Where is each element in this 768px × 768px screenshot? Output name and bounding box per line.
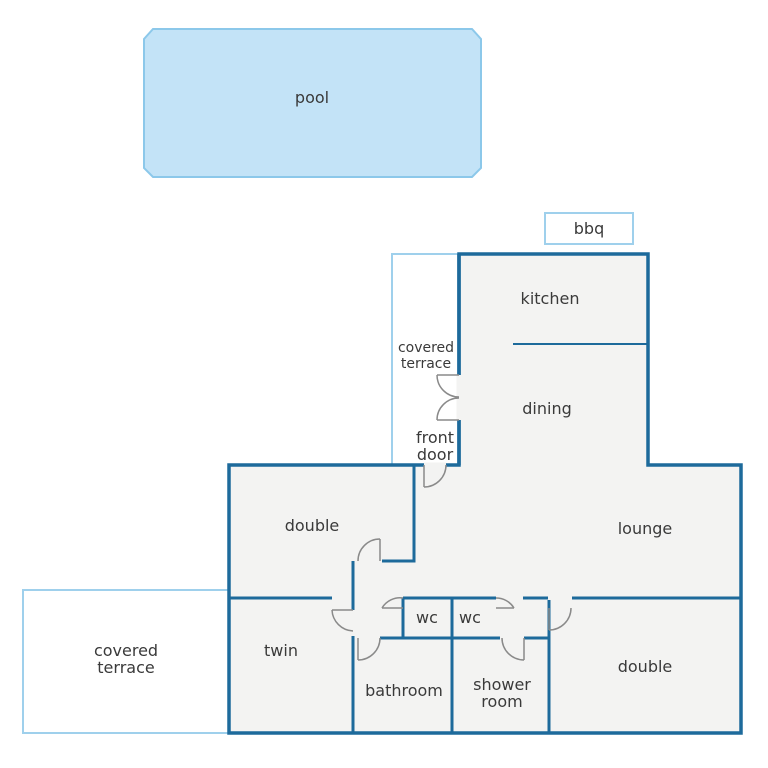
wc-right-label: wc [459,608,481,627]
covered-terrace-top-label-line1: covered [398,340,454,356]
door-swing-icon[interactable] [548,607,572,631]
front-door-label-line1: front [416,428,454,447]
door-swing-icon[interactable] [436,374,462,421]
bathroom-label: bathroom [365,681,443,700]
shower-room-label-line1: shower [473,675,531,694]
dining-label: dining [522,399,571,418]
door-swing-icon[interactable] [495,597,515,609]
pool [143,28,482,178]
house-floor [229,254,741,733]
bbq-label: bbq [574,219,604,238]
double-left-label: double [285,516,340,535]
wc-left-label: wc [416,608,438,627]
front-door-label-line2: door [417,445,454,464]
covered-terrace-top-label-line2: terrace [401,356,451,372]
covered-terrace-left-label-line1: covered [94,641,158,660]
kitchen-label: kitchen [521,289,580,308]
bbq [544,212,634,245]
door-swing-icon[interactable] [356,538,381,564]
door-swing-icon[interactable] [357,637,381,661]
double-right-label: double [618,657,673,676]
door-swing-icon[interactable] [331,609,354,632]
double-left-wall [229,463,416,563]
door-swing-icon[interactable] [501,637,525,661]
covered-terrace-left-label-line2: terrace [97,658,154,677]
shower-room-label-line2: room [481,692,522,711]
twin-label: twin [264,641,298,660]
door-swing-icon[interactable] [423,462,447,488]
pool-label: pool [295,88,329,107]
door-swing-icon[interactable] [381,597,404,609]
lounge-label: lounge [618,519,673,538]
